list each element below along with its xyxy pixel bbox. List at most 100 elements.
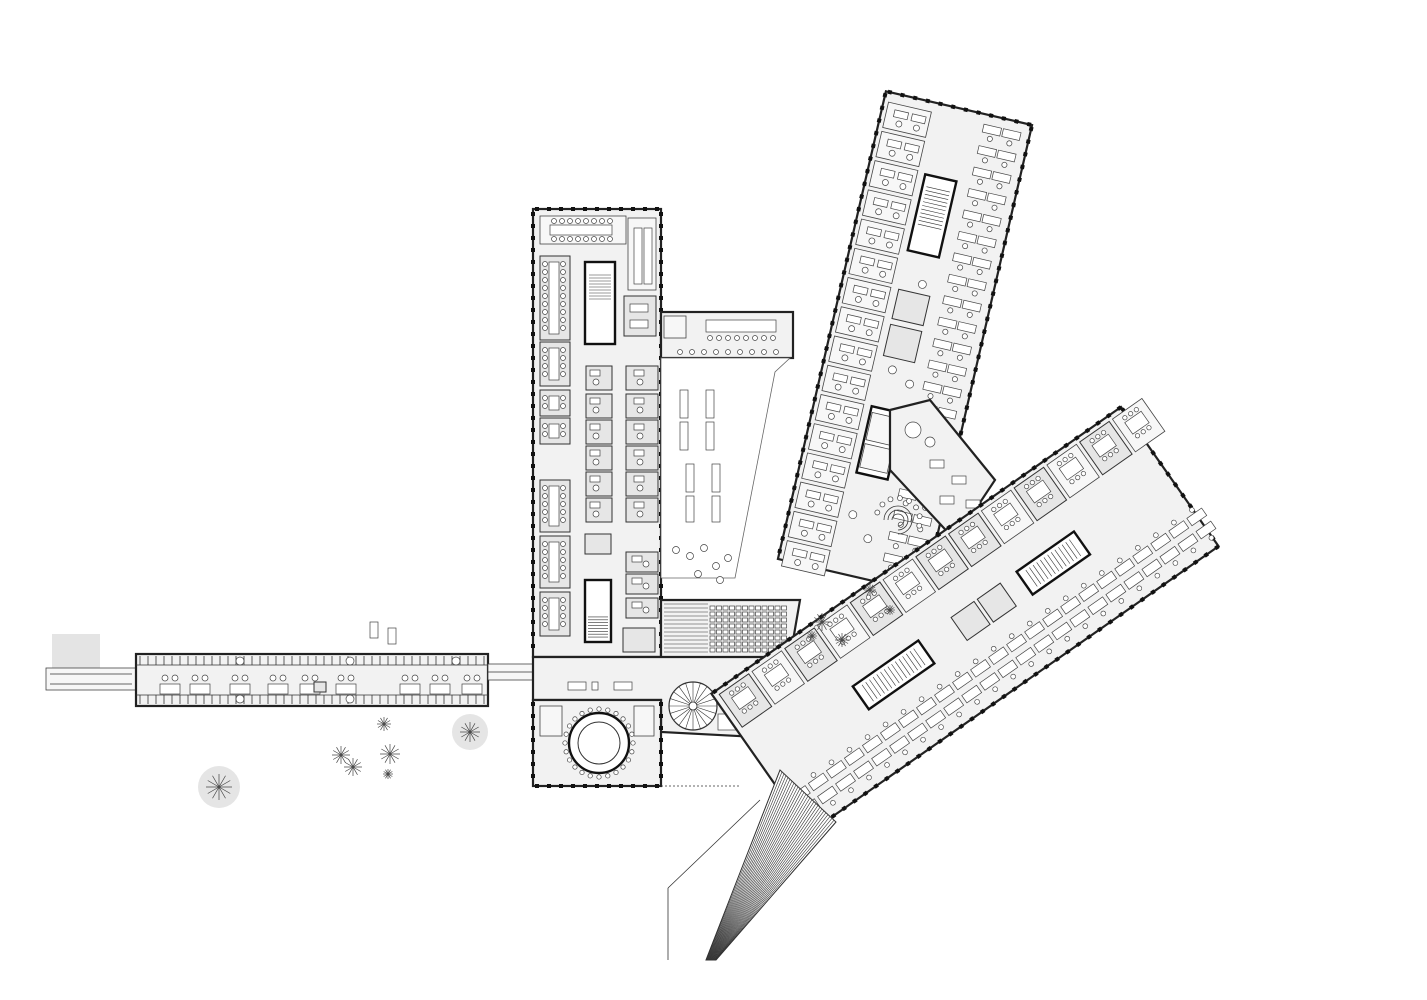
chair: [716, 576, 724, 584]
link: [874, 398, 997, 542]
column: [531, 560, 535, 564]
chair: [686, 552, 694, 560]
column: [659, 308, 663, 312]
chair: [794, 559, 801, 566]
seat: [774, 623, 781, 629]
chair: [954, 671, 961, 677]
chair: [542, 597, 548, 603]
chair: [583, 218, 589, 224]
chair: [713, 349, 719, 355]
seat: [729, 611, 735, 617]
seat: [748, 605, 755, 611]
column: [1031, 464, 1037, 471]
column: [861, 584, 867, 590]
chair: [898, 571, 904, 577]
column: [1095, 420, 1101, 426]
chair: [887, 496, 894, 503]
chair: [1028, 661, 1034, 667]
desk: [1069, 609, 1091, 628]
stair-tread: [695, 686, 708, 703]
column: [963, 107, 969, 113]
column: [659, 224, 663, 228]
column: [806, 422, 812, 427]
desk: [889, 735, 911, 754]
ramp-step: [713, 810, 825, 961]
chair: [725, 349, 731, 355]
ramp-step: [708, 782, 795, 961]
chair: [560, 423, 566, 429]
chair: [542, 423, 548, 429]
desk: [835, 773, 856, 792]
column: [659, 774, 663, 778]
tree: [885, 607, 895, 613]
tree: [345, 762, 361, 772]
column: [1014, 119, 1019, 124]
chair: [560, 501, 566, 507]
seat: [735, 635, 742, 641]
chair: [542, 261, 548, 267]
chair: [1172, 560, 1179, 566]
chair: [918, 280, 927, 289]
stair-tread: [869, 679, 882, 697]
seat: [735, 611, 742, 617]
chair: [672, 546, 680, 554]
ramp-step: [715, 818, 833, 961]
chair: [967, 221, 974, 228]
column: [571, 784, 575, 788]
column: [531, 738, 535, 742]
desk: [843, 405, 860, 417]
chair: [866, 774, 872, 781]
chair: [864, 734, 871, 740]
kiosk: [313, 681, 327, 693]
chair: [592, 432, 600, 440]
seat: [729, 605, 735, 611]
stair-tread: [918, 220, 943, 226]
chair: [560, 431, 566, 437]
tree: [461, 726, 479, 738]
tree: [835, 636, 849, 644]
desk: [461, 683, 483, 695]
chair: [962, 243, 969, 250]
chair: [1134, 433, 1141, 439]
chair: [629, 749, 635, 755]
ramp-step: [711, 801, 815, 961]
chair: [874, 509, 881, 516]
desk: [399, 683, 421, 695]
chair: [269, 674, 277, 682]
chair: [572, 764, 578, 770]
table: [731, 686, 757, 710]
chair: [451, 656, 461, 666]
stair-tread: [923, 197, 948, 204]
chair: [761, 335, 767, 341]
desk: [429, 683, 451, 695]
column: [915, 753, 922, 759]
chair: [629, 731, 635, 737]
chair: [567, 757, 573, 763]
column: [531, 524, 535, 528]
ramp-step: [706, 771, 783, 961]
column: [531, 212, 535, 216]
seat: [735, 623, 742, 629]
chair: [882, 179, 889, 186]
column: [879, 105, 885, 111]
desk: [1141, 558, 1163, 578]
table: [548, 261, 560, 335]
chair: [966, 311, 973, 318]
column: [979, 708, 986, 715]
column: [571, 207, 575, 211]
stair-tread: [1058, 547, 1071, 564]
chair: [947, 307, 954, 314]
column: [883, 775, 890, 782]
desk: [996, 149, 1017, 163]
column: [1171, 574, 1178, 580]
column: [1116, 405, 1123, 411]
column: [967, 392, 973, 398]
stair-tread: [693, 709, 701, 729]
chair: [841, 354, 849, 362]
chair: [1122, 415, 1128, 421]
west-wing: [531, 207, 663, 659]
desk: [1024, 621, 1046, 640]
chair: [986, 226, 993, 233]
column: [797, 629, 803, 635]
chair: [1002, 498, 1008, 505]
